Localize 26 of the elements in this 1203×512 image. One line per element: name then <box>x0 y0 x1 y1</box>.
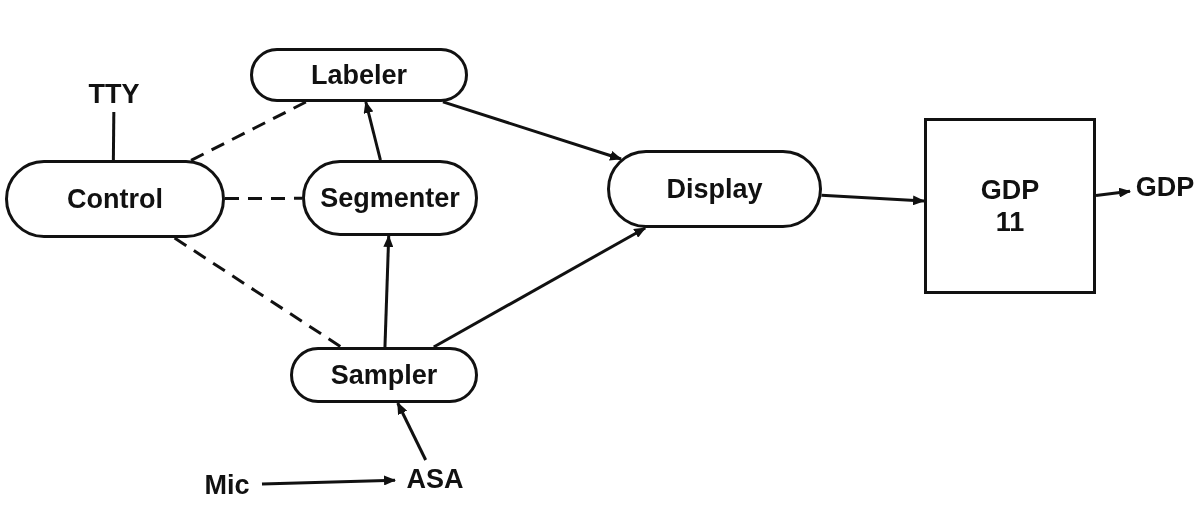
arrow <box>261 475 396 486</box>
arrow <box>383 235 394 348</box>
process-pill <box>290 347 478 403</box>
text-label: TTY <box>88 77 140 111</box>
text-label: GDP <box>1135 170 1195 204</box>
process-box <box>924 118 1096 294</box>
node-label: GDP 11 <box>979 173 1041 239</box>
node-label: Sampler <box>330 358 438 392</box>
arrow <box>433 226 647 349</box>
dashed-line <box>225 196 302 201</box>
text-label: Mic <box>204 468 250 502</box>
arrow <box>396 402 428 461</box>
connector-line <box>111 112 116 160</box>
arrow <box>1095 187 1131 198</box>
node-label: Control <box>67 182 163 216</box>
node-label: Segmenter <box>320 181 460 215</box>
arrow <box>821 193 925 206</box>
node-label: Display <box>666 172 763 206</box>
arrow <box>363 101 382 161</box>
node-label: Labeler <box>310 58 407 92</box>
dashed-line <box>190 100 307 162</box>
process-pill <box>250 48 468 102</box>
text-label: ASA <box>406 462 464 496</box>
arrow <box>442 100 622 161</box>
process-pill <box>607 150 822 228</box>
dashed-line <box>173 236 343 349</box>
